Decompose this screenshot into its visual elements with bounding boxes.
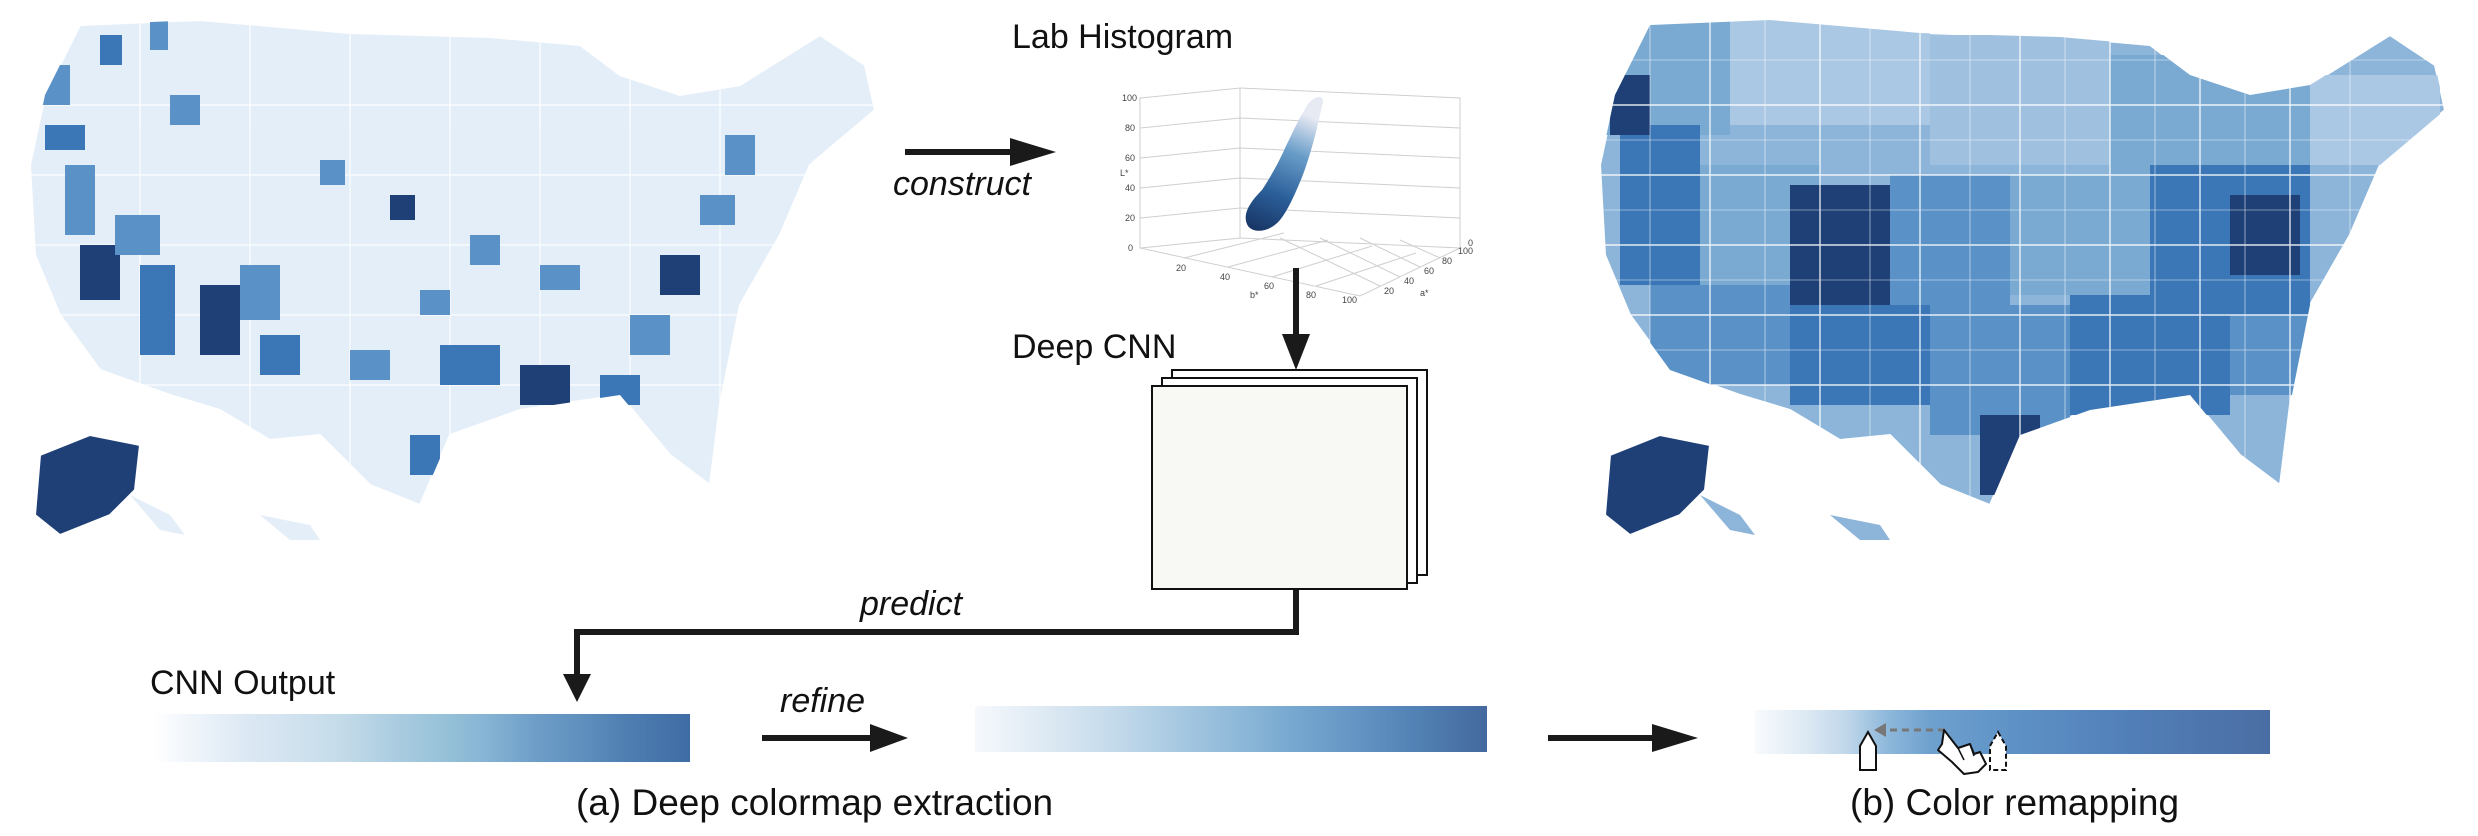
b-tick-60: 60	[1264, 281, 1274, 291]
a-tick-40: 40	[1404, 276, 1414, 286]
b-tick-100: 100	[1342, 295, 1357, 305]
b-tick-80: 80	[1306, 290, 1316, 300]
l-tick-100: 100	[1122, 93, 1137, 103]
lab-histogram-label: Lab Histogram	[1012, 18, 1234, 56]
remapped-colorbar[interactable]	[1755, 710, 2270, 754]
histogram-point-cloud	[1245, 96, 1324, 231]
cnn-output-colorbar	[152, 714, 690, 762]
l-axis-label: L*	[1120, 168, 1129, 178]
dashed-move-arrow	[1874, 723, 1945, 737]
b-tick-20: 20	[1176, 263, 1186, 273]
b-tick-40: 40	[1220, 272, 1230, 282]
predict-arrow	[563, 590, 1299, 702]
caption-deep-colormap-extraction: (a) Deep colormap extraction	[576, 782, 1054, 823]
a-axis-label: a*	[1420, 288, 1429, 298]
right-marker-icon[interactable]	[1989, 729, 2007, 771]
cnn-output-label: CNN Output	[150, 664, 336, 702]
remapped-choropleth-map	[1598, 18, 2447, 540]
refined-colorbar	[975, 706, 1487, 752]
refine-label: refine	[780, 682, 866, 720]
l-tick-20: 20	[1125, 213, 1135, 223]
deep-cnn-block	[1151, 369, 1428, 590]
l-tick-40: 40	[1125, 183, 1135, 193]
construct-arrow	[905, 138, 1056, 166]
lab-histogram-plot: 0 20 40 60 80 100 L* 20 40 60 80 100 b* …	[1120, 87, 1473, 305]
a-tick-60: 60	[1424, 266, 1434, 276]
histogram-to-cnn-arrow	[1282, 268, 1310, 370]
construct-label: construct	[893, 165, 1031, 203]
a-tick-100: 100	[1458, 246, 1473, 256]
remap-arrow	[1548, 724, 1698, 752]
histogram-grid	[1139, 87, 1461, 297]
a-tick-80: 80	[1442, 256, 1452, 266]
predict-label: predict	[860, 585, 963, 623]
hand-pointer-icon	[1937, 729, 1987, 775]
l-tick-60: 60	[1125, 153, 1135, 163]
a-tick-20: 20	[1384, 286, 1394, 296]
a-tick-0: 0	[1468, 238, 1473, 248]
b-axis-label: b*	[1250, 290, 1259, 300]
source-choropleth-map	[28, 18, 877, 540]
left-marker-icon[interactable]	[1859, 729, 1877, 771]
remap-interaction-overlay	[1859, 723, 2007, 775]
refine-arrow	[762, 724, 908, 752]
l-tick-0: 0	[1128, 243, 1133, 253]
caption-color-remapping: (b) Color remapping	[1850, 782, 2180, 823]
deep-cnn-label: Deep CNN	[1012, 328, 1177, 366]
l-tick-80: 80	[1125, 123, 1135, 133]
